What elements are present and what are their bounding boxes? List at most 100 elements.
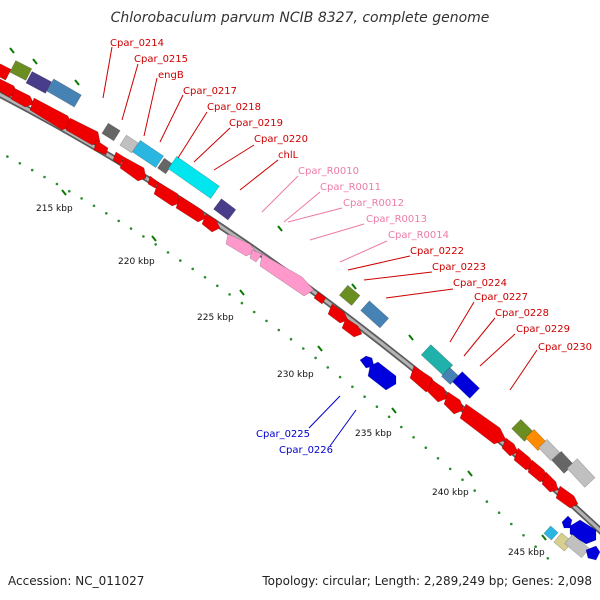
callout-line [261,175,299,213]
gene-label: Cpar_0222 [410,246,464,257]
reverse-gene [367,361,397,391]
tickmark [467,470,473,477]
scale-dot [534,545,537,548]
gene-label: Cpar_0228 [495,308,549,319]
gene-label: Cpar_0223 [432,262,486,273]
reverse-gene [543,525,559,541]
reverse-strand [359,355,600,561]
scale-dot [400,425,403,429]
cds-arrow [147,175,159,189]
cds-arrow [175,195,207,223]
scale-dot [142,235,145,238]
scale-dot [302,347,305,350]
scale-dot [473,489,477,492]
callout-line [283,191,321,223]
scale-tick-label: 215 kbp [36,204,73,214]
scale-dot [166,251,170,254]
scale-dot [522,534,525,537]
scale-dot [191,267,194,271]
forward-strand-inner [0,78,579,509]
gene-block [213,198,237,221]
rna-gene [259,253,315,297]
scale-dot [510,522,513,526]
reverse-gene [585,545,600,561]
scale-tick-label: 240 kbp [432,488,469,498]
gene-label: engB [158,70,184,81]
callout-line [239,159,279,191]
scale-dot [448,467,452,471]
gene-block [452,371,480,399]
scale-dot [338,375,342,379]
gene-block [338,284,361,306]
cds-arrow [201,213,221,233]
tickmark [317,345,323,352]
scale-tick-label: 220 kbp [118,257,155,267]
cds-arrow [327,303,349,324]
accession-label: Accession: NC_011027 [8,574,144,588]
callout-line [102,46,113,99]
rna-features [225,233,315,297]
cds-arrow [112,151,125,166]
gene-labels: Cpar_0214 Cpar_0215 engB Cpar_0217 Cpar_… [110,38,592,456]
tickmark [9,47,15,54]
gene-label: Cpar_R0011 [320,182,381,193]
scale-dot [240,301,244,305]
cds-arrow [153,181,181,207]
scale-dot [43,175,46,179]
gene-label: Cpar_0220 [254,134,308,145]
callout-line [213,144,255,171]
scale-dot [351,385,354,389]
tickmark [61,189,67,196]
scale-dot [436,457,440,460]
gene-block [9,60,33,81]
scale-dot [6,155,9,158]
scale-ticks: 215 kbp 220 kbp 225 kbp 230 kbp 235 kbp … [36,189,547,558]
cds-arrow [10,87,35,108]
scale-dot [203,276,207,279]
gene-block [46,78,82,108]
gene-label: Cpar_0227 [474,292,528,303]
tickmark [391,407,397,414]
tickmark [74,79,80,86]
gene-block [538,438,560,462]
scale-dot [129,227,133,230]
scale-dot [30,168,34,172]
gene-block [25,71,52,94]
gene-block [119,134,139,154]
callout-line [449,301,475,343]
scale-dot [363,395,366,399]
gene-label: Cpar_0230 [538,342,592,353]
callout-line [193,127,231,163]
scale-tick-label: 235 kbp [355,429,392,439]
scale-dot [497,511,501,514]
cds-arrow [555,485,579,509]
scale-dot [18,162,22,165]
callout-line [309,223,365,241]
scale-tick-label: 225 kbp [197,313,234,323]
callout-line [329,409,357,447]
scale-dot [68,189,71,193]
callout-line [479,333,516,367]
reverse-gene [359,355,375,369]
scale-dot [375,405,379,409]
scale-dot [289,337,293,341]
scale-dot [55,182,59,186]
scale-dot [105,212,108,215]
callout-line [121,63,139,121]
scale-dot [461,478,464,482]
callout-line [463,317,496,357]
callout-line [287,207,343,223]
gene-label: chlL [278,150,299,161]
gene-label: Cpar_R0012 [343,198,404,209]
scale-tick-label: 245 kbp [508,548,545,558]
scale-dot [387,415,391,419]
scale-dot [154,243,157,246]
gene-block [167,155,220,199]
tickmark [351,283,357,290]
callout-line [339,240,388,263]
gene-label: Cpar_0226 [279,445,333,456]
gene-label: Cpar_R0013 [366,214,427,225]
cds-arrow [119,156,147,182]
scale-dot [314,356,317,360]
